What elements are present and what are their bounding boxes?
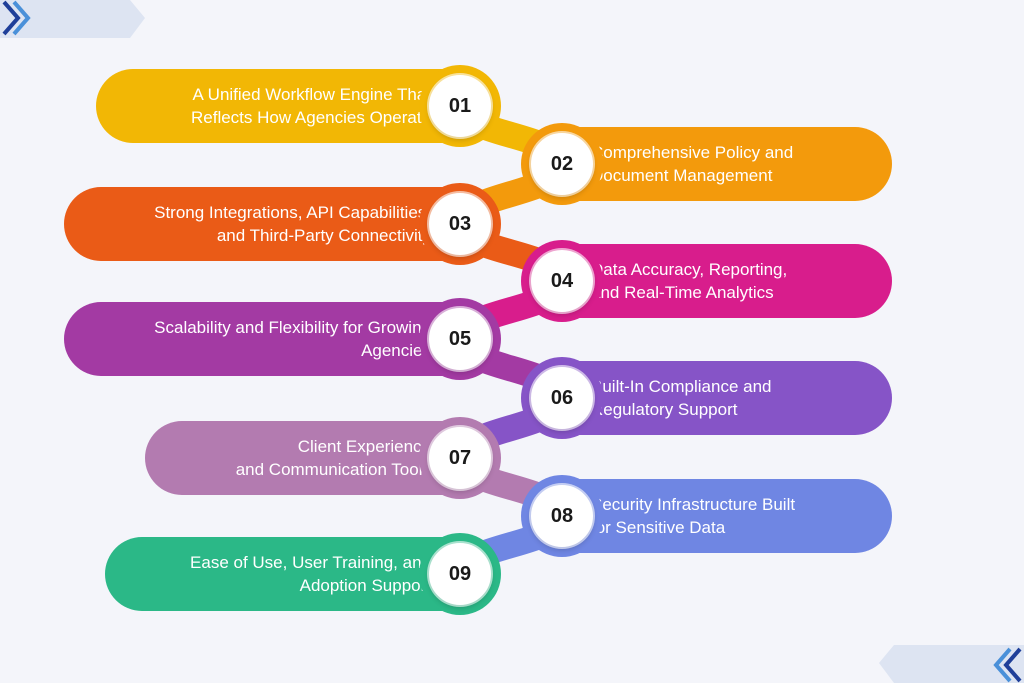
step-badge-ring: 02 xyxy=(521,123,603,205)
step-number-badge: 07 xyxy=(429,427,491,489)
step-number-badge: 08 xyxy=(531,485,593,547)
step-badge-ring: 03 xyxy=(419,183,501,265)
step-badge-ring: 07 xyxy=(419,417,501,499)
step-number-badge: 03 xyxy=(429,193,491,255)
step-number-badge: 09 xyxy=(429,543,491,605)
step-text: Data Accuracy, Reporting, and Real-Time … xyxy=(591,260,788,302)
step-text: Comprehensive Policy and Document Manage… xyxy=(591,143,794,185)
chevron-icon xyxy=(1003,647,1022,683)
step-text: Client Experience and Communication Tool… xyxy=(235,437,431,479)
step-text: Ease of Use, User Training, and Adoption… xyxy=(190,553,431,595)
step-text: A Unified Workflow Engine That Reflects … xyxy=(190,85,431,127)
step-number-badge: 06 xyxy=(531,367,593,429)
bottom-right-chevron-decoration xyxy=(879,645,1024,683)
step-number-badge: 01 xyxy=(429,75,491,137)
chevron-icon xyxy=(12,0,31,36)
step-text: Scalability and Flexibility for Growing … xyxy=(154,318,431,360)
step-text: Security Infrastructure Built for Sensit… xyxy=(591,495,796,537)
step-number-badge: 04 xyxy=(531,250,593,312)
step-badge-ring: 01 xyxy=(419,65,501,147)
chevron-icon xyxy=(2,0,21,36)
step-number-badge: 05 xyxy=(429,308,491,370)
chevron-icon xyxy=(993,647,1012,683)
band-shape xyxy=(879,645,1024,683)
step-badge-ring: 08 xyxy=(521,475,603,557)
step-text: Built-In Compliance and Regulatory Suppo… xyxy=(591,377,772,419)
step-number-badge: 02 xyxy=(531,133,593,195)
step-text: Strong Integrations, API Capabilities, a… xyxy=(154,203,431,245)
step-badge-ring: 05 xyxy=(419,298,501,380)
step-badge-ring: 09 xyxy=(419,533,501,615)
step-badge-ring: 06 xyxy=(521,357,603,439)
band-shape xyxy=(0,0,145,38)
step-badge-ring: 04 xyxy=(521,240,603,322)
top-left-chevron-decoration xyxy=(0,0,145,38)
